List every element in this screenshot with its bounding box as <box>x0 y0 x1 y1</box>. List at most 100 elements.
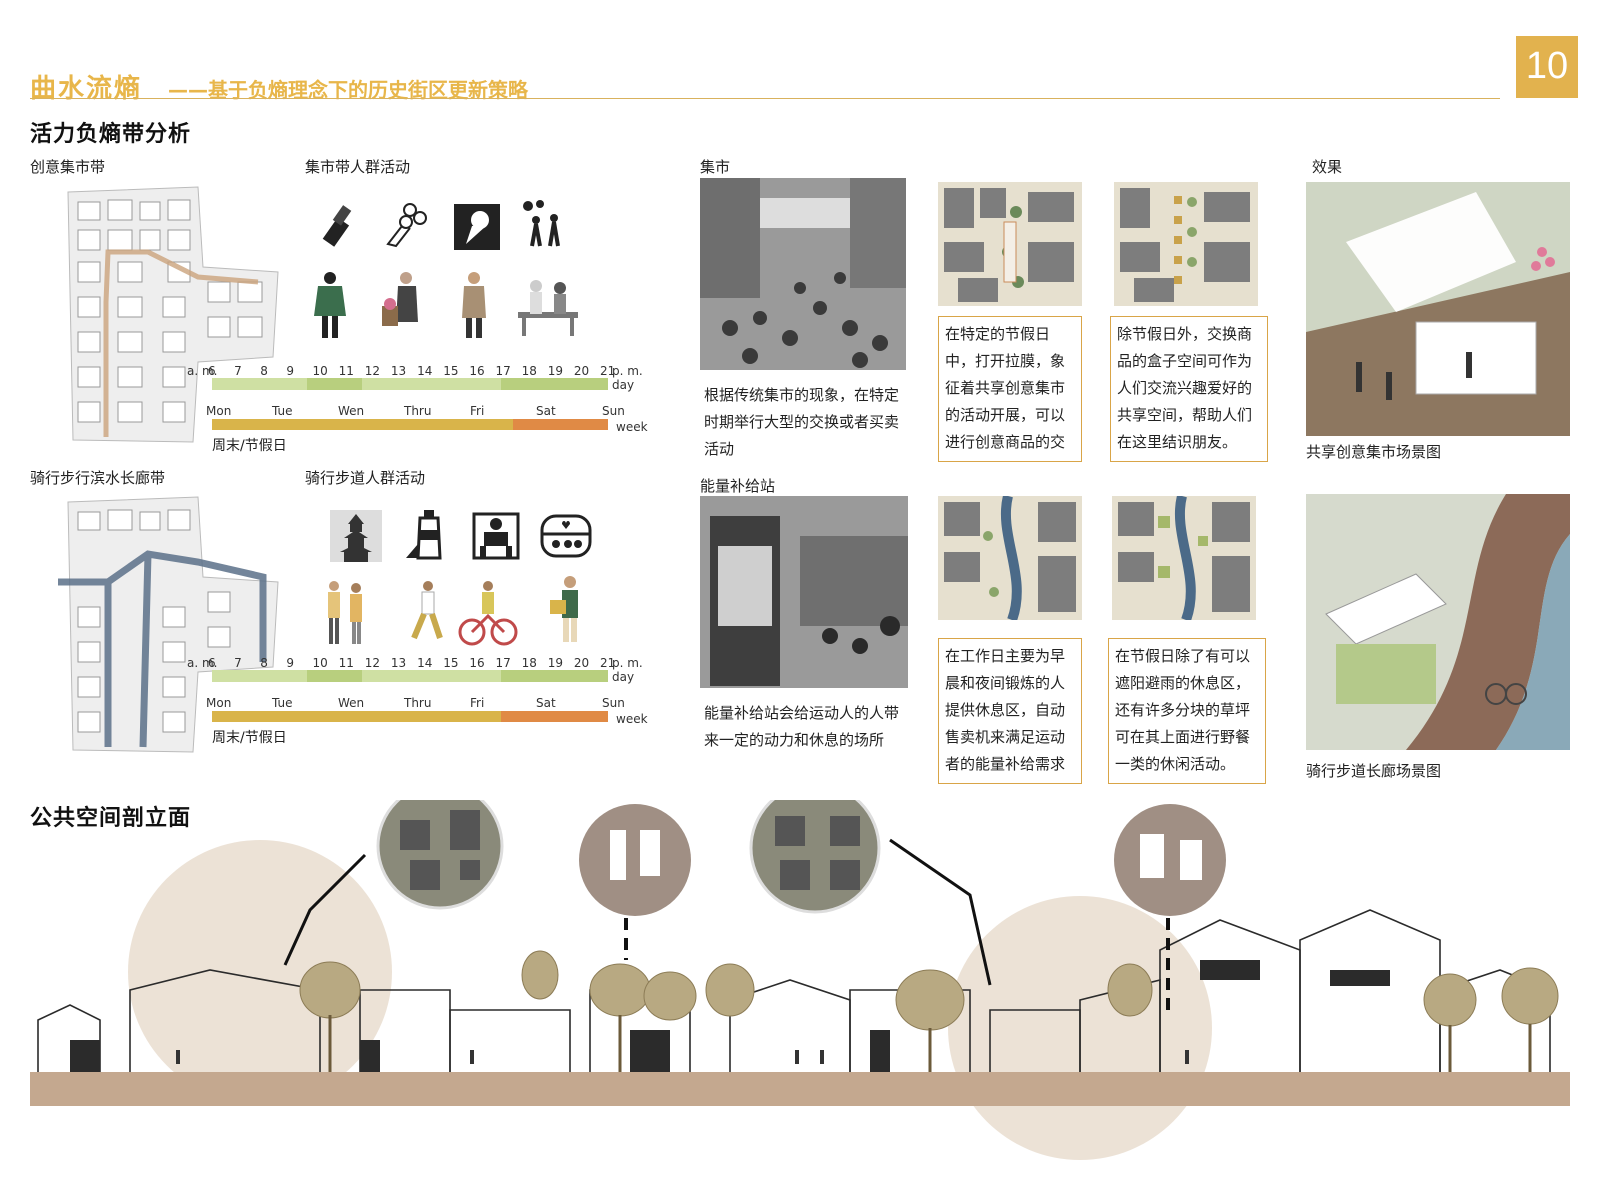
section-elevation-drawing <box>30 800 1570 1160</box>
seat-icon <box>472 512 520 560</box>
hour-tick: 12 <box>364 656 381 670</box>
vending-photo <box>700 496 908 688</box>
cycling-site-plan <box>58 496 279 753</box>
hour-tick: 9 <box>286 656 295 670</box>
bench-people-figure <box>518 280 578 336</box>
detail-bubble <box>579 804 691 916</box>
section-title-elevation: 公共空间剖立面 <box>30 806 192 831</box>
runner-figure <box>411 581 443 640</box>
weekday-tick: Sat <box>536 404 556 418</box>
family-figure <box>328 581 362 644</box>
person-figure <box>462 272 486 338</box>
week-timeline-bar <box>212 419 608 430</box>
market-photo <box>700 178 906 370</box>
hour-tick: 20 <box>573 364 590 378</box>
hour-tick: 18 <box>521 656 537 670</box>
market-description: 根据传统集市的现象，在特定时期举行大型的交换或者买卖活动 <box>704 386 900 458</box>
water-bottle-icon <box>406 510 442 560</box>
hour-tick: 13 <box>390 656 407 670</box>
weekday-tick: Tue <box>272 404 293 418</box>
hour-tick: 19 <box>547 364 563 378</box>
people-talking-icon <box>523 200 560 247</box>
hour-tick: 17 <box>495 656 511 670</box>
weekday-tick: Fri <box>470 404 485 418</box>
bouquet-icon <box>386 203 427 248</box>
person-figure <box>382 272 418 326</box>
hour-tick: 8 <box>260 364 268 378</box>
weekday-tick: Wen <box>338 696 365 710</box>
page-number: 10 <box>1516 36 1578 98</box>
holiday-label: 周末/节假日 <box>212 730 287 746</box>
detail-plan-circle <box>376 800 504 910</box>
weekday-tick: Sat <box>536 696 556 710</box>
energy-label: 能量补给站 <box>700 477 776 495</box>
pm-label: p. m. <box>612 656 643 670</box>
hour-tick: 17 <box>495 364 511 378</box>
weekday-tick: Tue <box>272 696 293 710</box>
hour-tick: 18 <box>521 364 537 378</box>
weekday-tick: Sun <box>602 696 625 710</box>
weekday-tick: Mon <box>206 696 232 710</box>
weekday-tick: Fri <box>470 696 485 710</box>
market-activity-label: 集市带人群活动 <box>305 158 411 176</box>
energy-description: 能量补给站会给运动人的人带来一定的动力和休息的场所 <box>704 704 900 749</box>
cycling-scene-render <box>1306 494 1570 750</box>
weekday-tick: Thru <box>404 404 432 418</box>
day-label: day <box>612 378 635 392</box>
cyclist-figure <box>458 581 518 646</box>
market-band-label: 创意集市带 <box>30 158 106 176</box>
highlight-circle <box>128 840 392 1104</box>
week-timeline-bar <box>212 711 608 722</box>
pm-label: p. m. <box>612 364 643 378</box>
hour-tick: 14 <box>417 656 433 670</box>
hour-tick: 15 <box>443 364 459 378</box>
market-label: 集市 <box>700 158 731 176</box>
market-plan-open <box>938 182 1082 306</box>
hour-tick: 7 <box>234 364 242 378</box>
shopper-figure <box>550 576 578 642</box>
market-scene-render <box>1306 182 1570 436</box>
header-title: 曲水流熵 <box>30 74 143 104</box>
hour-tick: 9 <box>286 364 295 378</box>
energy-weekday-note: 在工作日主要为早晨和夜间锻炼的人提供休息区，自动售卖机来满足运动者的能量补给需求 <box>938 638 1082 784</box>
am-label: a. m. <box>187 656 218 670</box>
energy-plan-weekday <box>938 496 1082 620</box>
cycling-activity-label: 骑行步道人群活动 <box>305 469 426 487</box>
hour-tick: 7 <box>234 656 242 670</box>
hour-tick: 10 <box>312 364 328 378</box>
weekday-tick: Sun <box>602 404 625 418</box>
market-holiday-note: 在特定的节假日中，打开拉膜，象征着共享创意集市的活动开展，可以进行创意商品的交换 <box>938 316 1082 462</box>
pagoda-icon <box>330 510 382 562</box>
lipstick-icon <box>322 205 352 247</box>
effect-label: 效果 <box>1312 158 1343 176</box>
hour-tick: 6 <box>208 656 216 670</box>
hour-tick: 16 <box>469 656 485 670</box>
detail-bubble <box>1114 804 1226 916</box>
market-site-plan <box>67 186 279 443</box>
week-label: week <box>616 712 648 726</box>
weekday-tick: Thru <box>404 696 432 710</box>
hour-tick: 12 <box>364 364 381 378</box>
hour-tick: 20 <box>573 656 590 670</box>
ground-strip <box>30 1072 1570 1106</box>
hour-tick: 6 <box>208 364 216 378</box>
hour-tick: 19 <box>547 656 563 670</box>
header-divider <box>30 98 1500 99</box>
cycling-band-label: 骑行步行滨水长廊带 <box>30 469 166 487</box>
weekday-tick: Mon <box>206 404 232 418</box>
cycling-scene-caption: 骑行步道长廊场景图 <box>1306 762 1442 780</box>
hour-tick: 14 <box>417 364 433 378</box>
hour-tick: 10 <box>312 656 328 670</box>
holiday-label: 周末/节假日 <box>212 438 287 454</box>
person-figure <box>314 272 346 338</box>
market-weekday-note: 除节假日外，交换商品的盒子空间可作为人们交流兴趣爱好的共享空间，帮助人们在这里结… <box>1110 316 1268 462</box>
market-scene-caption: 共享创意集市场景图 <box>1306 443 1442 461</box>
energy-holiday-note: 在节假日除了有可以遮阳避雨的休息区，还有许多分块的草坪可在其上面进行野餐一类的休… <box>1108 638 1266 784</box>
am-label: a. m. <box>187 364 218 378</box>
hour-tick: 15 <box>443 656 459 670</box>
day-timeline-bar <box>212 378 608 390</box>
energy-plan-holiday <box>1112 496 1256 620</box>
